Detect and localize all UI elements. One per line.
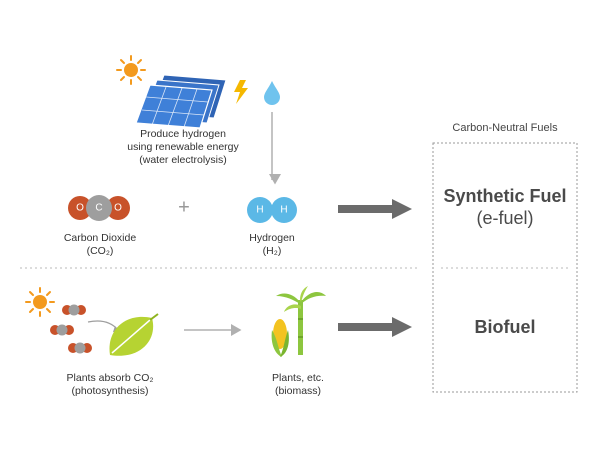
biomass-label: Plants, etc. (biomass) [272, 372, 324, 398]
hydrogen-label: Hydrogen (H₂) [249, 232, 295, 258]
label-line: Plants, etc. [272, 372, 324, 384]
co2-label: Carbon Dioxide (CO₂) [64, 232, 136, 258]
label-line: Plants absorb CO₂ [66, 372, 154, 384]
label-line: Carbon Dioxide [63, 232, 137, 244]
small-co2-molecules [50, 304, 121, 354]
lightning-icon [234, 80, 248, 104]
water-drop-icon [264, 81, 280, 105]
co2-molecule [68, 195, 130, 221]
label-line: Hydrogen [249, 232, 295, 244]
corn-icon [271, 319, 289, 357]
synthetic-fuel-title: Synthetic Fuel [443, 186, 567, 206]
sun-icon [25, 287, 55, 317]
co2-atom-o1: O [76, 202, 84, 214]
label-line: (photosynthesis) [71, 385, 149, 397]
hydrogen-production-label: Produce hydrogen using renewable energy … [127, 128, 239, 167]
h2-molecule [247, 197, 297, 223]
label-line: (biomass) [274, 385, 322, 397]
to-synthetic-fuel-arrow [338, 199, 412, 219]
solar-panel-icon [135, 74, 227, 129]
biofuel-title: Biofuel [474, 317, 536, 337]
synthetic-fuel-subtitle: (e-fuel) [476, 208, 534, 228]
to-biofuel-arrow [338, 317, 412, 337]
sugarcane-icon [276, 286, 326, 355]
label-line: (CO₂) [86, 245, 114, 257]
carbon-neutral-fuels-header: Carbon-Neutral Fuels [452, 122, 558, 134]
plants-absorb-label: Plants absorb CO₂ (photosynthesis) [67, 372, 154, 398]
label-line: (H₂) [262, 245, 282, 257]
label-line: (water electrolysis) [139, 154, 227, 166]
h2-atom-h2: H [280, 204, 288, 216]
label-line: using renewable energy [127, 141, 239, 153]
sun-icon [116, 55, 146, 85]
h2-atom-h1: H [256, 204, 264, 216]
carbon-neutral-fuels-box [432, 142, 578, 393]
co2-atom-o2: O [114, 202, 122, 214]
leaf-icon [109, 313, 159, 356]
plus-sign: + [178, 196, 190, 219]
label-line: Produce hydrogen [140, 128, 226, 140]
co2-atom-c: C [95, 202, 103, 214]
